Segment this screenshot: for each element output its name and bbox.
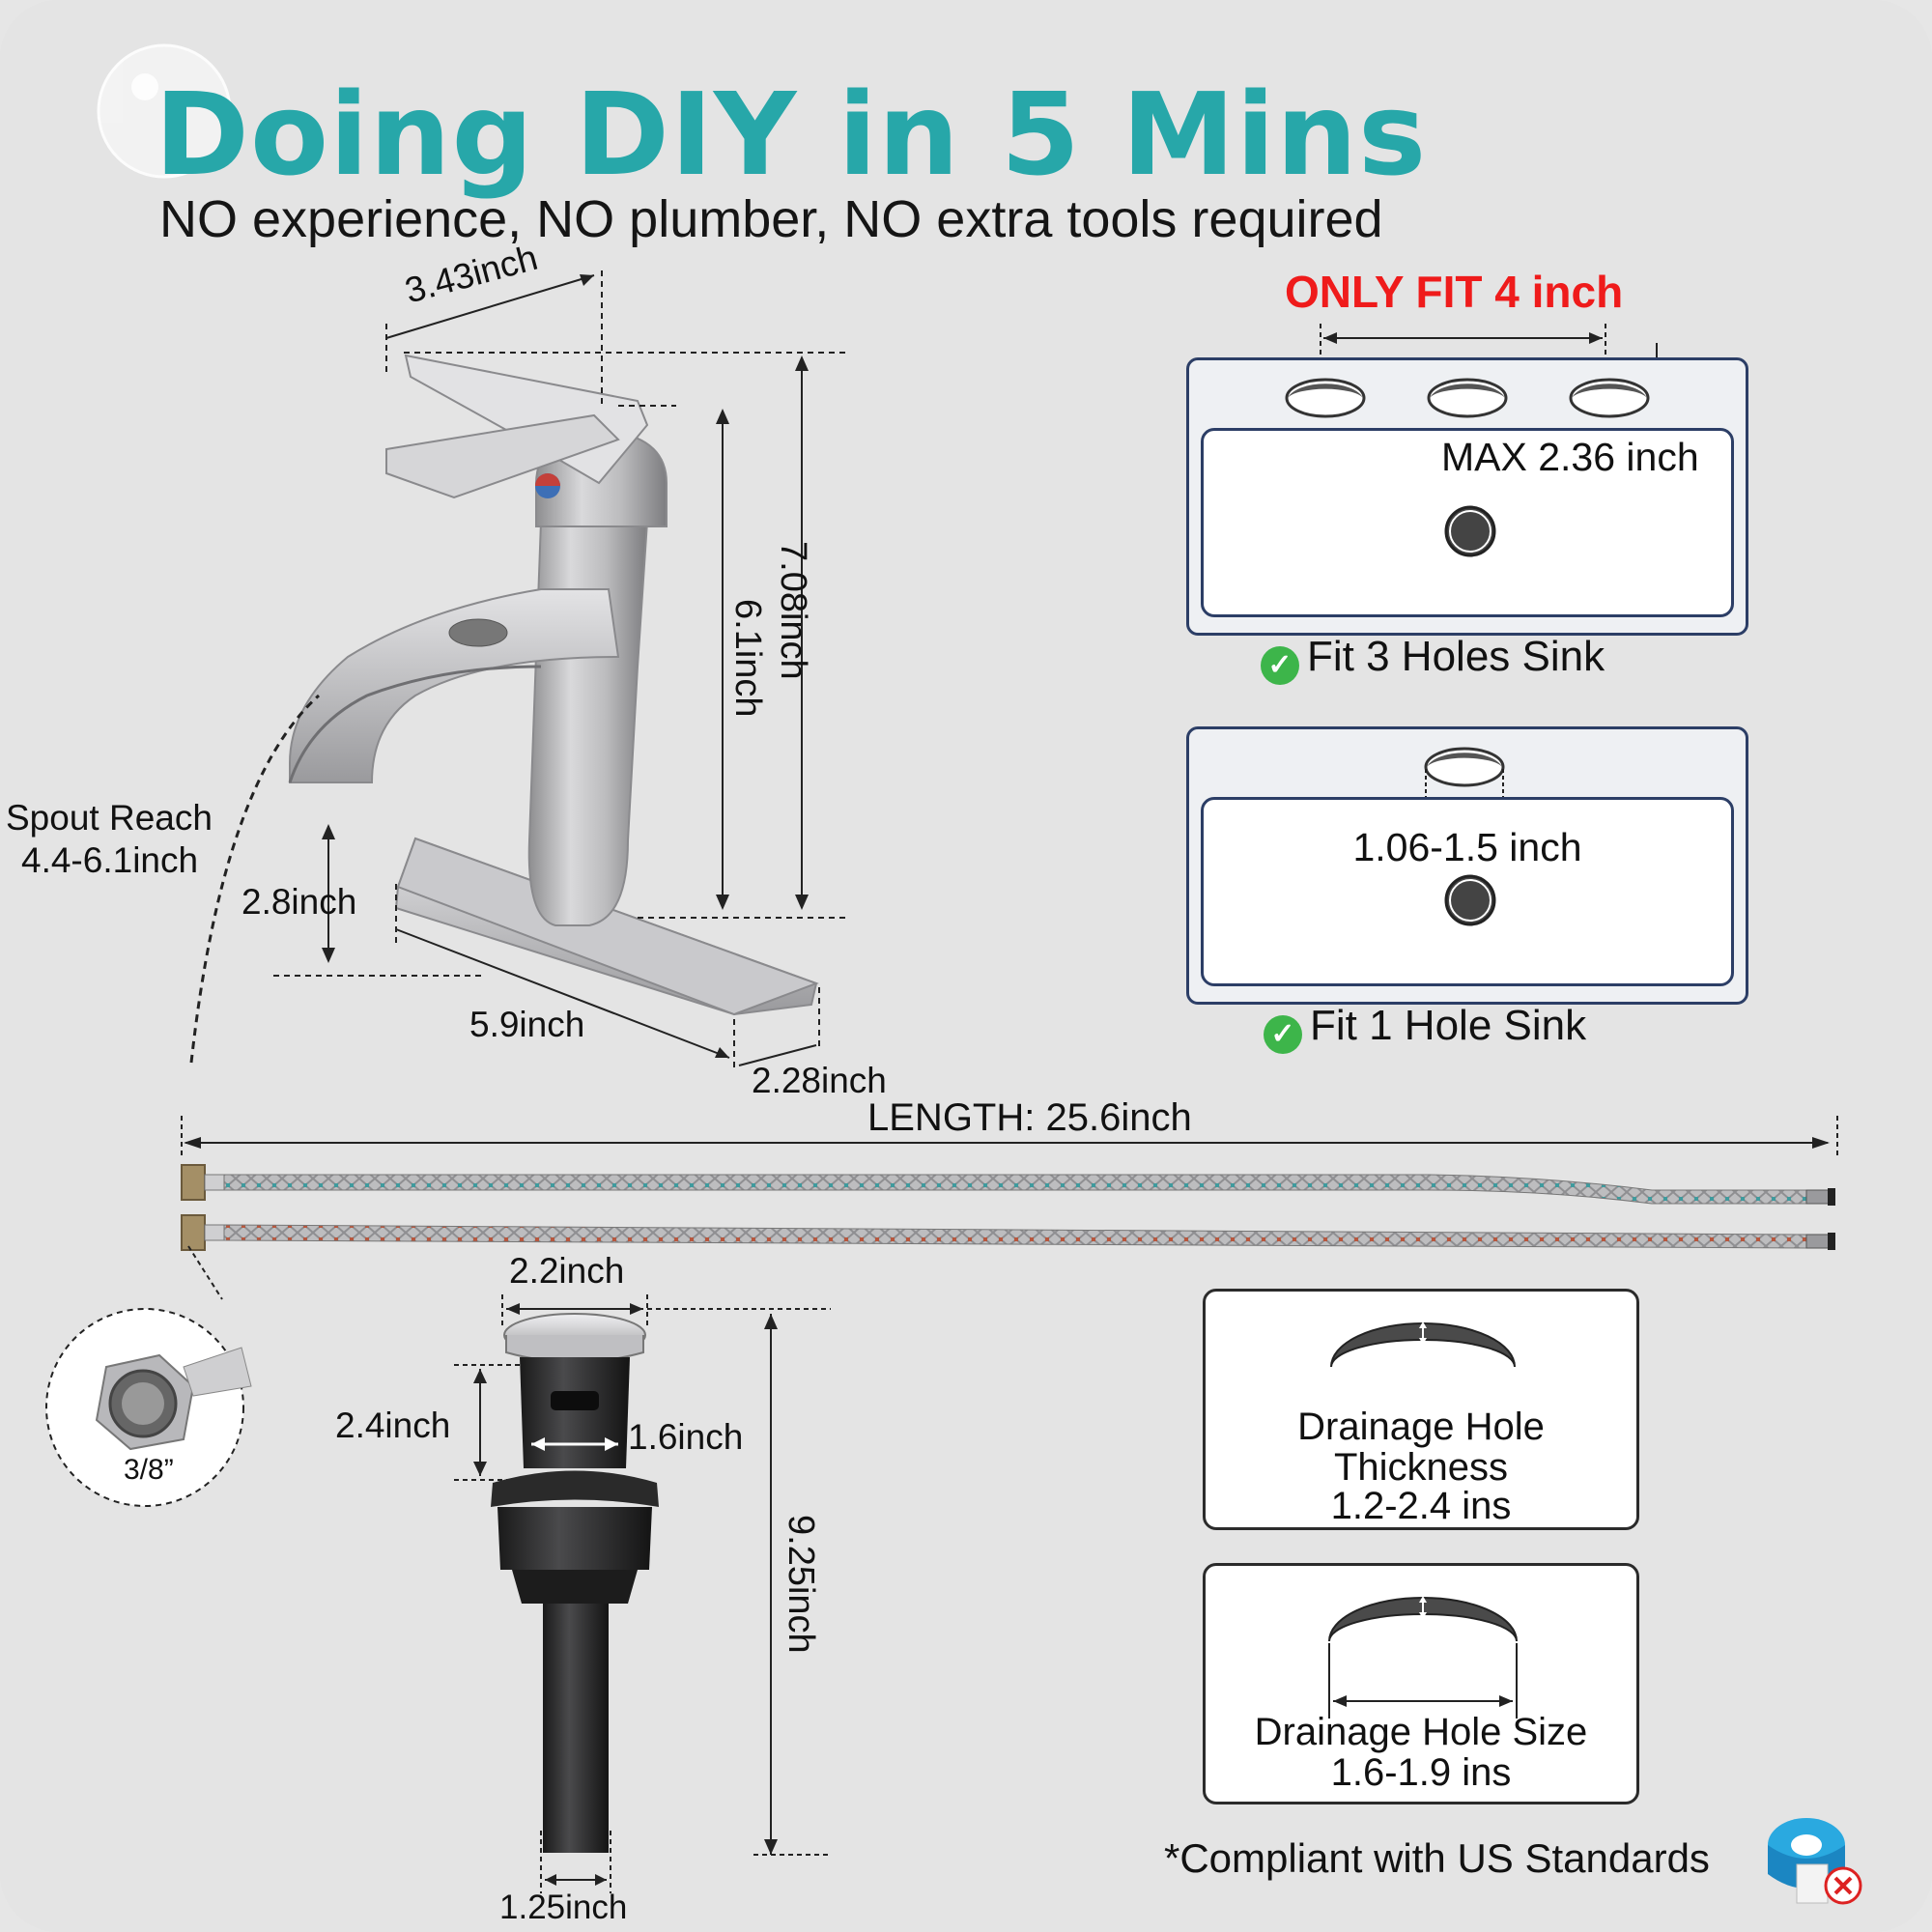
drainage-size-box: Drainage Hole Size 1.6-1.9 ins: [1203, 1563, 1639, 1804]
teflon-tape-icon: [1768, 1818, 1862, 1905]
drain-icon: [1444, 505, 1496, 557]
page-subtitle: NO experience, NO plumber, NO extra tool…: [159, 190, 1383, 248]
thickness-title-1: Drainage Hole: [1297, 1406, 1545, 1448]
connector-size-label: 3/8”: [124, 1454, 174, 1486]
spout-clearance-label: 2.8inch: [242, 882, 357, 922]
bubble-graphic: [97, 43, 232, 179]
plate-length-label: 5.9inch: [469, 1005, 585, 1044]
drain-tailpiece: [543, 1604, 609, 1853]
three-hole-basin: MAX 2.36 inch: [1201, 428, 1734, 617]
one-hole-sink-diagram: 1.06-1.5 inch: [1186, 726, 1748, 1005]
thickness-value: 1.2-2.4 ins: [1330, 1485, 1512, 1527]
size-value: 1.6-1.9 ins: [1330, 1751, 1512, 1794]
faucet-hole-center: [1427, 378, 1508, 418]
three-hole-caption-text: Fit 3 Holes Sink: [1307, 633, 1605, 680]
hole-diameter-label: 1.06-1.5 inch: [1352, 825, 1582, 869]
one-hole-basin: 1.06-1.5 inch: [1201, 797, 1734, 986]
faucet-hole-right: [1569, 378, 1650, 418]
cold-water-hose: [223, 1174, 1807, 1205]
one-hole-caption-text: Fit 1 Hole Sink: [1310, 1002, 1587, 1049]
hose-diagram: [181, 1116, 1838, 1251]
page-title: Doing DIY in 5 Mins: [155, 68, 1428, 201]
spout-reach-title: Spout Reach: [6, 798, 213, 838]
drain-body: [497, 1507, 652, 1570]
three-hole-sink-diagram: MAX 2.36 inch: [1186, 357, 1748, 636]
drain-total-height-label: 9.25inch: [781, 1515, 821, 1654]
plate-width-label: 2.28inch: [752, 1061, 887, 1100]
faucet-body: [527, 521, 649, 926]
check-icon: ✓: [1264, 1015, 1302, 1054]
cap-width-label: 2.2inch: [509, 1251, 625, 1291]
body-height-label: 2.4inch: [335, 1406, 451, 1445]
thickness-title-2: Thickness: [1333, 1446, 1509, 1489]
pipe-width-label: 1.25inch: [499, 1889, 628, 1926]
size-ring-icon: [1328, 1596, 1518, 1719]
spout-height-label: 6.1inch: [727, 599, 768, 718]
faucet-hole-left: [1285, 378, 1366, 418]
hot-water-hose: [223, 1224, 1807, 1249]
max-thickness-label: MAX 2.36 inch: [1441, 435, 1699, 479]
fit-note: ONLY FIT 4 inch: [1285, 267, 1624, 317]
compliance-note: *Compliant with US Standards: [1164, 1835, 1710, 1881]
pop-up-drain-diagram: [454, 1294, 831, 1893]
inner-width-label: 1.6inch: [628, 1417, 744, 1457]
faucet-diagram: [189, 270, 850, 1072]
hot-hose-nut: [181, 1214, 206, 1251]
check-icon: ✓: [1261, 646, 1299, 685]
spout-reach-value: 4.4-6.1inch: [21, 840, 199, 880]
size-title: Drainage Hole Size: [1254, 1711, 1588, 1753]
total-height-label: 7.08inch: [773, 541, 813, 680]
thickness-ring-icon: [1330, 1321, 1516, 1368]
cold-hose-nut: [181, 1164, 206, 1201]
one-hole-caption: ✓Fit 1 Hole Sink: [1264, 1002, 1586, 1054]
connector-zoom: [45, 1245, 252, 1507]
drain-icon: [1444, 874, 1496, 926]
hose-length-label: LENGTH: 25.6inch: [867, 1096, 1192, 1139]
drainage-thickness-box: Drainage Hole Thickness 1.2-2.4 ins: [1203, 1289, 1639, 1530]
three-hole-caption: ✓Fit 3 Holes Sink: [1261, 633, 1605, 685]
